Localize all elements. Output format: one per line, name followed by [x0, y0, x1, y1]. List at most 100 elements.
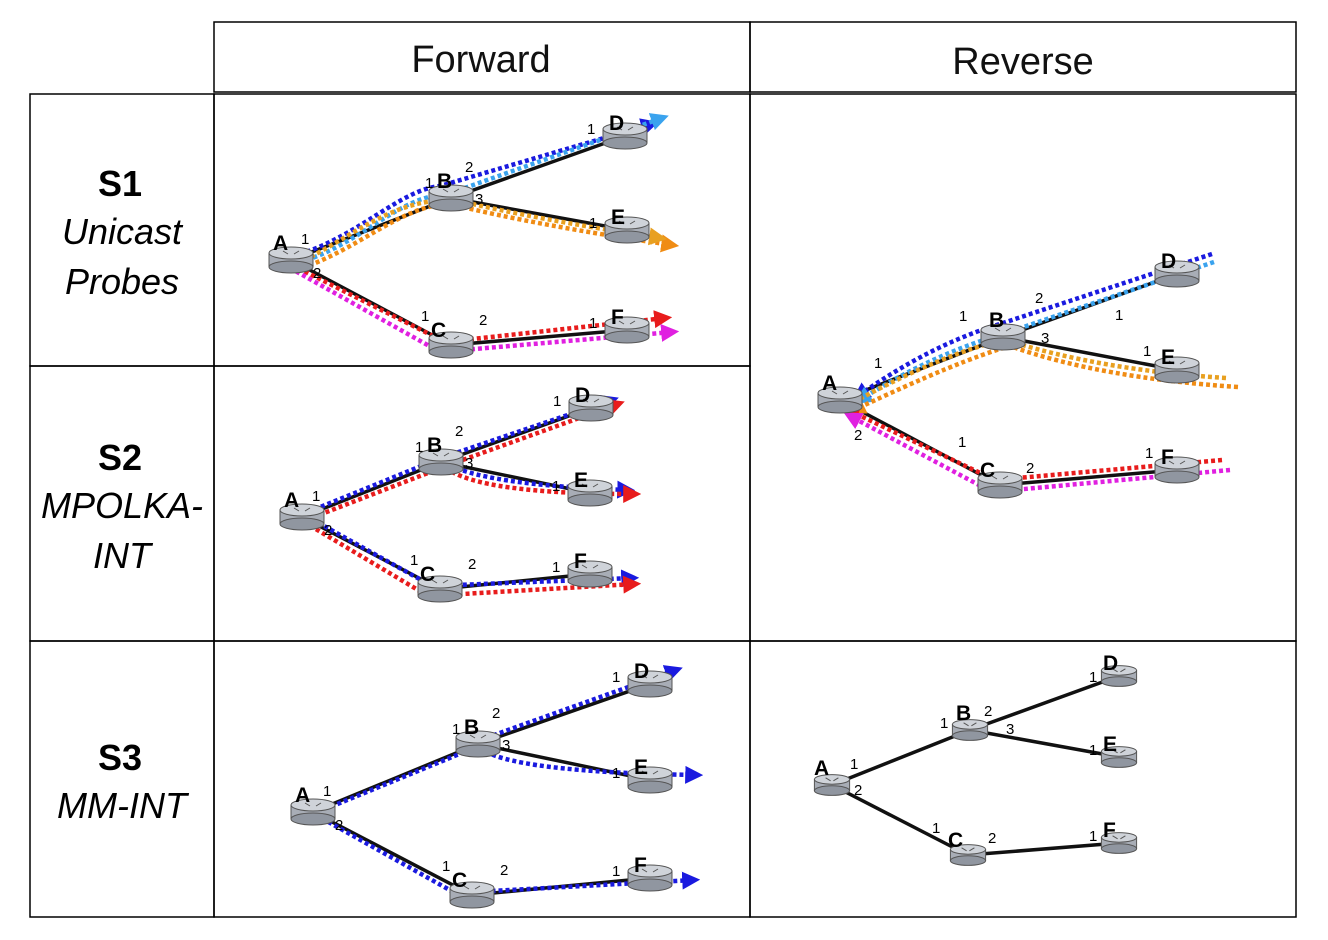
router-b	[418, 448, 464, 476]
router-a	[290, 798, 336, 826]
port-label-b-e: 3	[502, 737, 510, 754]
node-label-d: D	[1161, 250, 1176, 273]
router-e	[1154, 356, 1200, 384]
router-d	[1154, 260, 1200, 288]
router-a	[279, 503, 325, 531]
port-label-a-c: 2	[854, 782, 862, 799]
port-label-c-f: 2	[479, 312, 487, 329]
node-label-b: B	[464, 716, 479, 739]
port-label-a-c: 2	[335, 817, 343, 834]
router-b	[980, 323, 1026, 351]
router-c	[449, 881, 495, 909]
row-subtitle-s1-line2: Probes	[65, 261, 179, 302]
port-label-b-e: 3	[1041, 330, 1049, 347]
port-label-f: 1	[1089, 828, 1097, 845]
node-label-e: E	[574, 469, 588, 492]
port-label-b-a: 1	[415, 439, 423, 456]
port-label-e: 1	[552, 478, 560, 495]
port-label-e: 1	[612, 765, 620, 782]
router-b	[428, 184, 474, 212]
node-label-c: C	[420, 563, 435, 586]
link-be	[440, 460, 591, 495]
port-label-e: 1	[1143, 343, 1151, 360]
row-subtitle-s2-line1: MPOLKA-	[41, 485, 203, 526]
node-label-c: C	[948, 829, 963, 852]
link-cf	[450, 328, 628, 347]
node-label-b: B	[427, 434, 442, 457]
probe-s3f-a-c-f	[314, 813, 701, 896]
router-c	[417, 575, 463, 603]
node-label-f: F	[1161, 446, 1174, 469]
column-header-forward: Forward	[411, 39, 550, 81]
port-label-f: 1	[1145, 445, 1153, 462]
cell-s12-reverse	[749, 93, 1297, 642]
node-label-a: A	[284, 489, 299, 512]
link-cf	[967, 841, 1120, 857]
node-label-c: C	[980, 459, 995, 482]
row-subtitle-s2-line2: INT	[93, 535, 154, 576]
port-label-a-c: 2	[313, 265, 321, 282]
router-c	[949, 844, 987, 866]
port-label-b-d: 2	[984, 703, 992, 720]
port-label-b-a: 1	[425, 175, 433, 192]
node-label-c: C	[431, 319, 446, 342]
port-label-c-a: 1	[932, 820, 940, 837]
node-label-b: B	[956, 702, 971, 725]
router-a	[813, 774, 851, 796]
link-ac	[831, 783, 969, 857]
port-label-b-e: 3	[465, 455, 473, 472]
port-label-c-a: 1	[410, 552, 418, 569]
port-label-c-a: 1	[958, 434, 966, 451]
probe-s12r-e-a-2	[848, 337, 1227, 406]
port-label-b-a: 1	[959, 308, 967, 325]
port-label-a-b: 1	[323, 783, 331, 800]
router-f	[1100, 832, 1138, 854]
router-d	[568, 394, 614, 422]
port-label-c-a: 1	[442, 858, 450, 875]
node-label-a: A	[295, 784, 310, 807]
node-label-a: A	[273, 232, 288, 255]
port-label-f: 1	[612, 863, 620, 880]
node-label-a: A	[822, 372, 837, 395]
table-grid	[29, 21, 1297, 918]
router-d	[627, 670, 673, 698]
row-title-s3: S3	[98, 737, 142, 778]
link-be	[450, 196, 628, 232]
node-label-f: F	[1103, 819, 1116, 842]
port-label-c-f: 2	[468, 556, 476, 573]
row-cell-s3	[29, 640, 215, 918]
port-label-c-a: 1	[421, 308, 429, 325]
link-be	[969, 728, 1120, 759]
port-label-b-d: 2	[465, 159, 473, 176]
router-f	[567, 560, 613, 588]
port-label-b-d: 2	[455, 423, 463, 440]
port-label-b-a: 1	[940, 715, 948, 732]
link-bd	[450, 134, 626, 200]
node-label-b: B	[437, 170, 452, 193]
port-label-f: 1	[552, 559, 560, 576]
link-ab	[301, 460, 442, 519]
port-label-b-d: 2	[492, 705, 500, 722]
row-title-s2: S2	[98, 437, 142, 478]
column-header-reverse: Reverse	[952, 41, 1094, 83]
port-label-c-f: 2	[988, 830, 996, 847]
node-label-f: F	[574, 550, 587, 573]
probe-s2f-b-e	[442, 460, 636, 499]
link-bd	[969, 674, 1120, 732]
router-d	[1100, 665, 1138, 687]
router-e	[627, 766, 673, 794]
link-bd	[1002, 272, 1178, 339]
node-label-c: C	[452, 869, 467, 892]
probe-s1f-a-d-2	[299, 113, 669, 265]
port-label-a-b: 1	[301, 231, 309, 248]
link-be	[1002, 335, 1178, 372]
probe-s2f-a-c-f-2	[302, 520, 642, 599]
router-e	[567, 479, 613, 507]
router-c	[428, 331, 474, 359]
node-label-d: D	[609, 112, 624, 135]
